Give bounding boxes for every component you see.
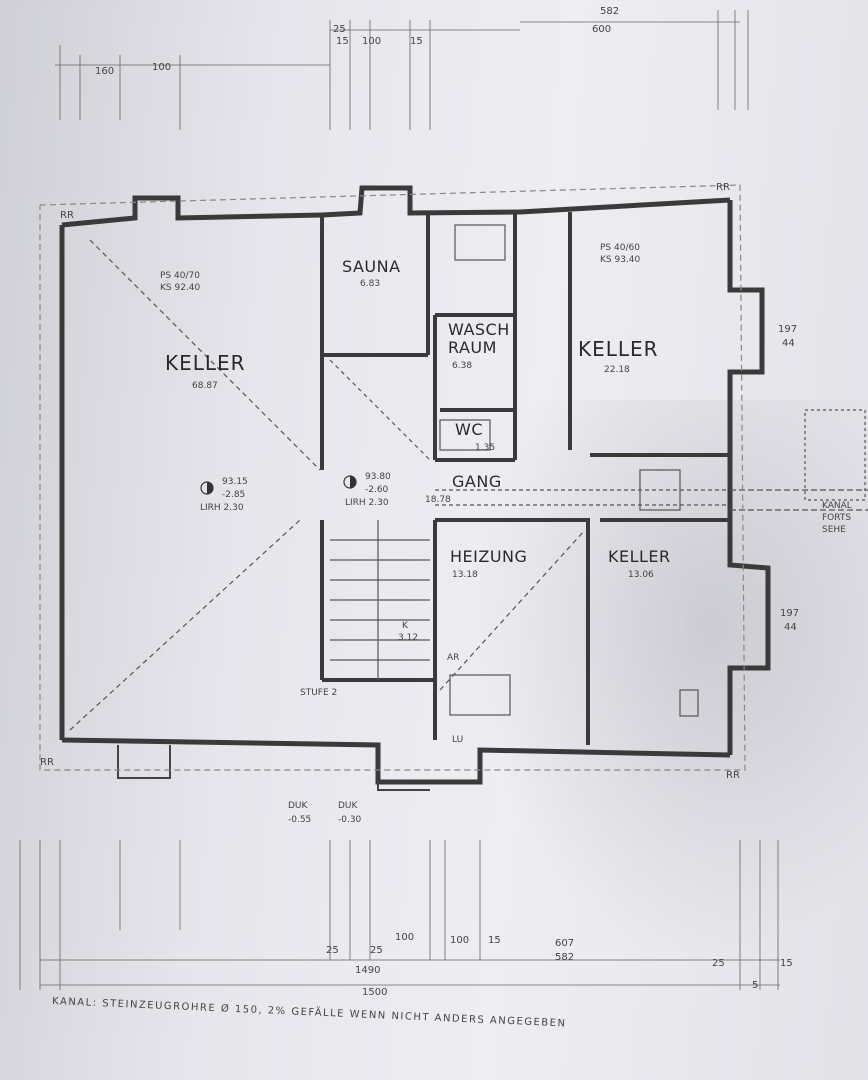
- rr-bottom-right: RR: [726, 770, 740, 781]
- level-left-lirh: LIRH 2.30: [200, 503, 244, 513]
- room-wc-name: WC: [455, 420, 483, 439]
- room-keller-right-name: KELLER: [578, 337, 659, 361]
- dim-top-100: 100: [362, 36, 381, 47]
- inner-walls: [320, 212, 730, 745]
- room-keller-main-ks: KS 92.40: [160, 283, 201, 293]
- scan-shadow: [470, 400, 868, 960]
- level-center-elev: 93.80: [365, 472, 391, 482]
- room-waschraum-area: 6.38: [452, 361, 472, 371]
- level-marker-left: 93.15 -2.85 LIRH 2.30: [200, 477, 248, 513]
- label-ar: AR: [447, 653, 459, 663]
- stufe-label: STUFE 2: [300, 688, 337, 698]
- room-keller-right-ks: KS 93.40: [600, 255, 641, 265]
- top-dimension-labels: 100 15 25 582 600 160 100 15: [95, 6, 619, 77]
- dim-bottom-15: 15: [488, 935, 501, 946]
- dim-bottom-25b: 25: [370, 945, 383, 956]
- stair-k: K: [402, 621, 409, 631]
- room-keller-main-ps: PS 40/70: [160, 271, 200, 281]
- rr-top-left: RR: [60, 210, 74, 221]
- dim-bottom-582: 582: [555, 952, 574, 963]
- top-dimension-lines: [55, 10, 749, 130]
- dim-bottom-100b: 100: [450, 935, 469, 946]
- room-keller-small-area: 13.06: [628, 570, 654, 580]
- dim-44-top: 44: [782, 338, 795, 349]
- duk-right-val: -0.30: [338, 815, 362, 825]
- room-heizung-area: 13.18: [452, 570, 478, 580]
- room-waschraum-line1: WASCH: [448, 320, 510, 339]
- dim-top-160: 160: [95, 66, 114, 77]
- room-heizung-name: HEIZUNG: [450, 547, 527, 566]
- dim-bottom-100a: 100: [395, 932, 414, 943]
- dim-top-100b: 100: [152, 62, 171, 73]
- duk-left-val: -0.55: [288, 815, 311, 825]
- dim-top-15: 15: [336, 36, 349, 47]
- thin-lines: [39, 184, 868, 771]
- rr-bottom-left: RR: [40, 757, 54, 768]
- dim-44-bottom: 44: [784, 622, 797, 633]
- bottom-dimension-lines: [19, 840, 780, 990]
- window-wells: [117, 745, 430, 791]
- level-left-depth: -2.85: [222, 490, 245, 500]
- dim-bottom-25a: 25: [326, 945, 339, 956]
- duk-right: DUK: [338, 801, 359, 811]
- room-gang-name: GANG: [452, 472, 502, 491]
- room-keller-right-area: 22.18: [604, 365, 630, 375]
- dim-197-top: 197: [778, 324, 797, 335]
- kanal-line1: KANAL: [822, 501, 852, 511]
- level-center-lirh: LIRH 2.30: [345, 498, 389, 508]
- level-marker-center: 93.80 -2.60 LIRH 2.30: [343, 472, 391, 508]
- room-wc-area: 1.35: [475, 443, 495, 453]
- dim-bottom-1500: 1500: [362, 987, 387, 998]
- dim-bottom-607: 607: [555, 938, 574, 949]
- room-keller-main-area: 68.87: [192, 381, 218, 391]
- dim-top-600: 600: [592, 24, 611, 35]
- rr-top-right: RR: [716, 182, 730, 193]
- dim-bottom-15b: 15: [780, 958, 793, 969]
- level-center-depth: -2.60: [365, 485, 389, 495]
- room-keller-right-ps: PS 40/60: [600, 243, 640, 253]
- stair-height: 3.12: [398, 633, 418, 643]
- kanal-line3: SEHE: [822, 525, 846, 535]
- room-sauna-name: SAUNA: [342, 257, 401, 276]
- outer-walls: [59, 185, 771, 785]
- room-gang-area: 18.78: [425, 495, 451, 505]
- kanal-line2: FORTS: [822, 513, 851, 523]
- dim-bottom-5: 5: [752, 980, 758, 991]
- dim-bottom-1490: 1490: [355, 965, 380, 976]
- dim-top-15b: 15: [410, 36, 423, 47]
- dim-top-25: 25: [333, 24, 346, 35]
- room-waschraum-line2: RAUM: [448, 338, 497, 357]
- room-sauna-area: 6.83: [360, 279, 380, 289]
- dim-top-582: 582: [600, 6, 619, 17]
- label-lu: LU: [452, 735, 463, 745]
- dim-197-bottom: 197: [780, 608, 799, 619]
- level-left-elev: 93.15: [222, 477, 248, 487]
- room-keller-small-name: KELLER: [608, 547, 671, 566]
- duk-left: DUK: [288, 801, 309, 811]
- footer-note: KANAL: STEINZEUGROHRE Ø 150, 2% GEFÄLLE …: [52, 994, 567, 1029]
- room-keller-main-name: KELLER: [165, 351, 246, 375]
- dim-bottom-25c: 25: [712, 958, 725, 969]
